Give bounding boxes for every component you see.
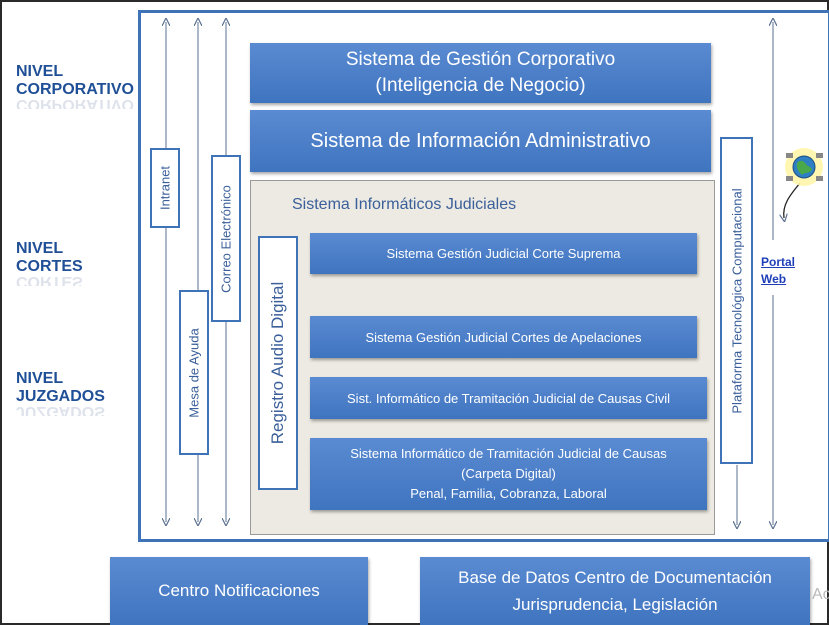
box-centro-notificaciones-label: Centro Notificaciones: [158, 581, 320, 600]
level-corporativo-line2: CORPORATIVO: [16, 81, 134, 98]
portal-web-link[interactable]: Portal Web: [761, 254, 795, 288]
globe-network-icon: [782, 145, 826, 189]
box-carpeta-digital-line3: Penal, Familia, Cobranza, Laboral: [410, 486, 607, 501]
level-corporativo: NIVEL CORPORATIVO CORPORATIVO: [16, 63, 134, 109]
level-cortes: NIVEL CORTES CORTES: [16, 240, 83, 286]
correo-label: Correo Electrónico: [218, 184, 234, 293]
level-juzgados-line2: JUZGADOS: [16, 388, 105, 405]
plataforma-box: Plataforma Tecnológica Computacional: [720, 137, 753, 464]
level-cortes-line2: CORTES: [16, 258, 83, 275]
portal-web-line2: Web: [761, 272, 787, 286]
box-base-datos: Base de Datos Centro de Documentación Ju…: [420, 557, 810, 625]
box-causas-civil-label: Sist. Informático de Tramitación Judicia…: [347, 390, 670, 406]
box-gestion-corporativo: Sistema de Gestión Corporativo (Intelige…: [250, 43, 711, 103]
box-base-datos-line2: Jurisprudencia, Legislación: [512, 595, 718, 614]
plataforma-label: Plataforma Tecnológica Computacional: [729, 187, 744, 414]
box-causas-civil: Sist. Informático de Tramitación Judicia…: [310, 377, 707, 419]
box-carpeta-digital: Sistema Informático de Tramitación Judic…: [310, 438, 707, 510]
box-informacion-administrativo: Sistema de Información Administrativo: [250, 110, 711, 172]
box-corte-suprema: Sistema Gestión Judicial Corte Suprema: [310, 233, 697, 274]
mesa-ayuda-label: Mesa de Ayuda: [186, 327, 202, 418]
box-gestion-corporativo-line2: (Inteligencia de Negocio): [375, 75, 586, 96]
globe-link-arrow: [784, 182, 801, 218]
box-centro-notificaciones: Centro Notificaciones: [110, 557, 368, 625]
box-corte-suprema-label: Sistema Gestión Judicial Corte Suprema: [386, 246, 621, 261]
box-cortes-apelaciones-label: Sistema Gestión Judicial Cortes de Apela…: [365, 329, 642, 345]
box-cortes-apelaciones: Sistema Gestión Judicial Cortes de Apela…: [310, 316, 697, 358]
box-gestion-corporativo-line1: Sistema de Gestión Corporativo: [345, 49, 616, 70]
box-base-datos-line1: Base de Datos Centro de Documentación: [458, 568, 772, 587]
level-corporativo-line1: NIVEL: [16, 63, 64, 80]
intranet-label: Intranet: [157, 165, 173, 211]
watermark-text: Ac: [812, 586, 829, 603]
judiciales-title: Sistema Informáticos Judiciales: [292, 196, 517, 213]
box-carpeta-digital-line2: (Carpeta Digital): [461, 466, 556, 481]
registro-audio-box: Registro Audio Digital: [258, 236, 298, 490]
box-informacion-administrativo-label: Sistema de Información Administrativo: [310, 129, 651, 152]
level-juzgados: NIVEL JUZGADOS JUZGADOS: [16, 370, 105, 416]
level-juzgados-line1: NIVEL: [16, 370, 64, 387]
correo-box: Correo Electrónico: [211, 155, 241, 322]
box-carpeta-digital-line1: Sistema Informático de Tramitación Judic…: [350, 446, 667, 461]
level-cortes-line1: NIVEL: [16, 240, 64, 257]
intranet-box: Intranet: [150, 148, 180, 228]
mesa-ayuda-box: Mesa de Ayuda: [179, 290, 209, 455]
portal-web-line1: Portal: [761, 255, 796, 269]
registro-audio-label: Registro Audio Digital: [268, 281, 287, 445]
